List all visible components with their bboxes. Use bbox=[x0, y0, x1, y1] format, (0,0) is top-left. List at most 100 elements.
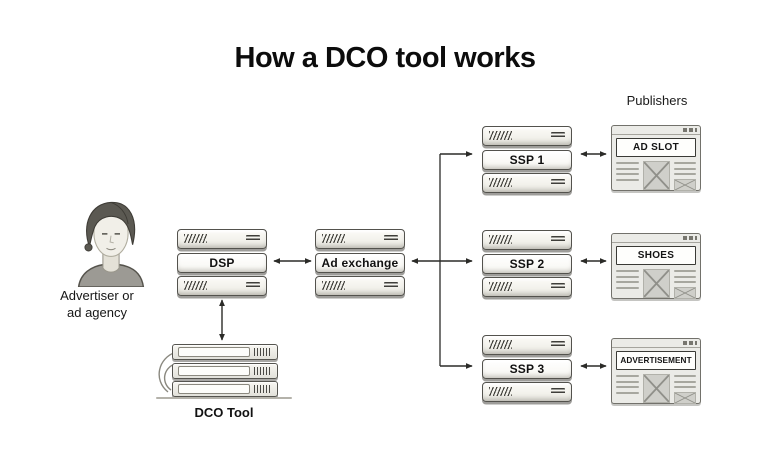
text-line bbox=[673, 167, 696, 170]
vent-lines-icon bbox=[184, 281, 207, 290]
stack-label-ssp3: SSP 3 bbox=[509, 361, 545, 376]
dco-slab bbox=[172, 362, 278, 379]
publishers-label: Publishers bbox=[626, 93, 688, 108]
ad-banner: AD SLOT bbox=[616, 138, 696, 157]
text-line bbox=[616, 281, 639, 283]
text-lines bbox=[616, 161, 639, 191]
text-line bbox=[616, 391, 639, 394]
server-stack-ssp3: SSP 3 bbox=[482, 335, 572, 406]
server-slab bbox=[482, 277, 572, 297]
stack-label-ssp2: SSP 2 bbox=[509, 256, 545, 271]
vent-lines-icon bbox=[254, 366, 272, 375]
image-placeholder-icon bbox=[642, 374, 670, 403]
dco-tool-label: DCO Tool bbox=[194, 405, 254, 420]
text-line bbox=[616, 375, 639, 377]
text-line bbox=[616, 286, 639, 289]
vent-lines-icon bbox=[489, 387, 512, 396]
ad-banner: SHOES bbox=[616, 246, 696, 265]
text-line bbox=[616, 173, 639, 175]
drive-slot-icon bbox=[551, 341, 565, 348]
ad-banner-label: SHOES bbox=[637, 250, 675, 261]
server-slab bbox=[482, 173, 572, 193]
window-controls-icon bbox=[683, 236, 697, 240]
stack-label-ssp1: SSP 1 bbox=[509, 152, 545, 167]
drive-slot-icon bbox=[551, 283, 565, 290]
vent-lines-icon bbox=[489, 131, 512, 140]
image-placeholder-icon bbox=[674, 392, 696, 404]
advertiser-label-line2: ad agency bbox=[67, 305, 127, 320]
drive-slot-icon bbox=[384, 235, 398, 242]
server-stack-ssp1: SSP 1 bbox=[482, 126, 572, 197]
ad-banner: ADVERTISEMENT bbox=[616, 351, 696, 370]
vent-lines-icon bbox=[489, 178, 512, 187]
drive-slot-icon bbox=[551, 388, 565, 395]
ad-banner-label: AD SLOT bbox=[633, 142, 679, 153]
advertiser-label-line1: Advertiser or bbox=[60, 288, 134, 303]
vent-lines-icon bbox=[322, 281, 345, 290]
text-line bbox=[616, 162, 639, 164]
drive-slot-icon bbox=[551, 132, 565, 139]
dco-panel bbox=[178, 365, 250, 376]
text-line bbox=[673, 270, 696, 272]
server-label-slab: SSP 1 bbox=[482, 149, 572, 170]
image-placeholder-icon bbox=[642, 161, 670, 190]
text-lines bbox=[616, 269, 639, 299]
drive-slot-icon bbox=[551, 179, 565, 186]
server-slab bbox=[315, 229, 405, 249]
window-controls-icon bbox=[683, 128, 697, 132]
page-content bbox=[616, 269, 696, 299]
advertiser-label: Advertiser or ad agency bbox=[36, 287, 158, 321]
text-lines bbox=[673, 374, 696, 404]
server-slab bbox=[177, 276, 267, 296]
server-slab bbox=[482, 230, 572, 250]
server-label-slab: SSP 3 bbox=[482, 358, 572, 379]
page-title: How a DCO tool works bbox=[234, 42, 536, 74]
image-placeholder-icon bbox=[642, 269, 670, 298]
server-slab bbox=[482, 335, 572, 355]
vent-lines-icon bbox=[489, 340, 512, 349]
vent-lines-icon bbox=[489, 282, 512, 291]
text-line bbox=[616, 386, 639, 388]
server-label-slab: Ad exchange bbox=[315, 252, 405, 273]
browser-titlebar bbox=[612, 339, 700, 348]
text-line bbox=[616, 275, 639, 278]
server-stack-dsp: DSP bbox=[177, 229, 267, 300]
text-line bbox=[616, 178, 639, 181]
publisher-page-ad-slot: AD SLOT bbox=[611, 125, 701, 191]
advertiser-illustration bbox=[64, 197, 158, 287]
text-lines bbox=[673, 161, 696, 191]
drive-slot-icon bbox=[246, 235, 260, 242]
text-line bbox=[673, 380, 696, 383]
dco-slab bbox=[172, 344, 278, 360]
text-lines bbox=[673, 269, 696, 299]
vent-lines-icon bbox=[184, 234, 207, 243]
ad-banner-label: ADVERTISEMENT bbox=[620, 356, 692, 365]
image-placeholder-icon bbox=[674, 287, 696, 299]
text-line bbox=[673, 281, 696, 283]
text-line bbox=[673, 375, 696, 377]
server-slab bbox=[177, 229, 267, 249]
server-slab bbox=[315, 276, 405, 296]
drive-slot-icon bbox=[551, 236, 565, 243]
dco-tool-stack bbox=[172, 344, 278, 400]
person-sketch-icon bbox=[77, 201, 145, 287]
text-line bbox=[673, 162, 696, 164]
vent-lines-icon bbox=[322, 234, 345, 243]
publisher-page-advertisement: ADVERTISEMENT bbox=[611, 338, 701, 404]
stack-label-dsp: DSP bbox=[209, 255, 235, 270]
stack-label-ad-exchange: Ad exchange bbox=[321, 255, 399, 270]
browser-titlebar bbox=[612, 234, 700, 243]
drive-slot-icon bbox=[384, 282, 398, 289]
text-line bbox=[673, 386, 696, 388]
text-line bbox=[616, 380, 639, 383]
text-line bbox=[673, 275, 696, 278]
server-stack-ssp2: SSP 2 bbox=[482, 230, 572, 301]
drive-slot-icon bbox=[246, 282, 260, 289]
browser-titlebar bbox=[612, 126, 700, 135]
dco-panel bbox=[178, 347, 250, 357]
text-lines bbox=[616, 374, 639, 404]
dco-slab bbox=[172, 381, 278, 397]
vent-lines-icon bbox=[489, 235, 512, 244]
page-content bbox=[616, 161, 696, 191]
